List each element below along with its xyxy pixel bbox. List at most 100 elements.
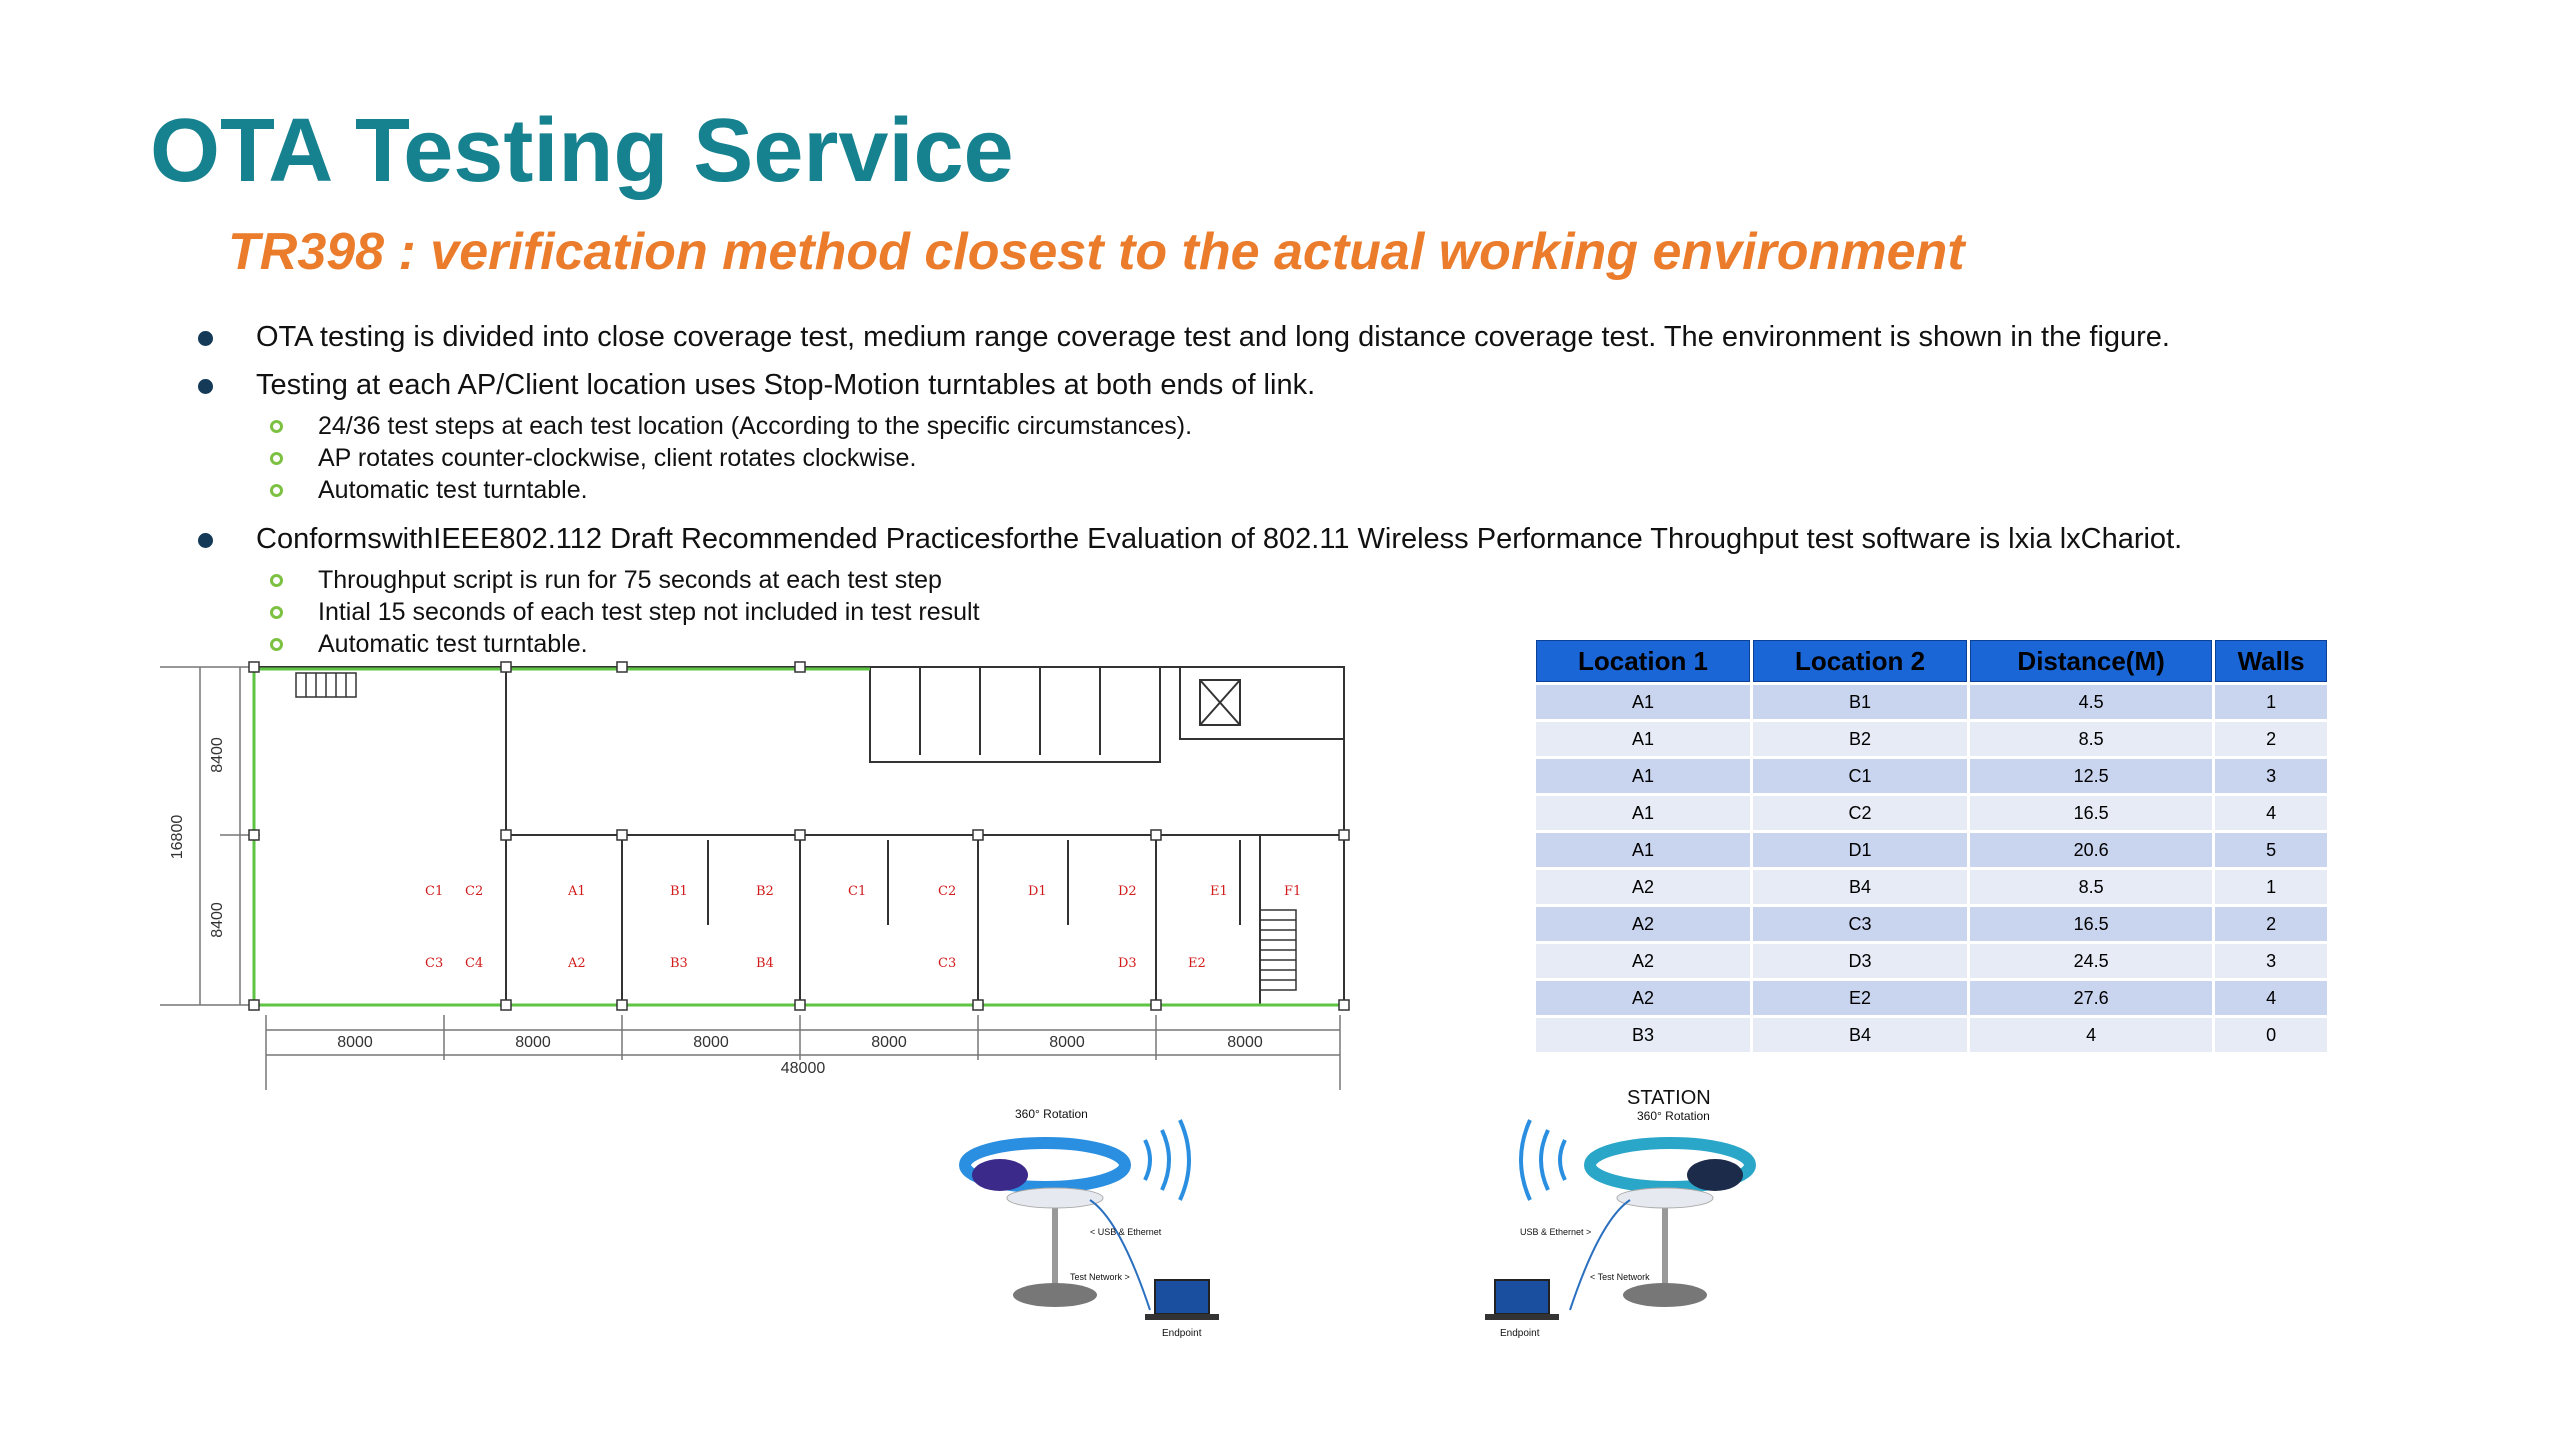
table-cell: 20.6: [1970, 833, 2213, 867]
dimension-label: 8000: [337, 1034, 373, 1051]
table-cell: A1: [1536, 759, 1751, 793]
column-header: Location 1: [1536, 640, 1751, 682]
ring-bullet-icon: [270, 606, 283, 619]
connection-label: < Test Network: [1590, 1272, 1650, 1282]
table-cell: C2: [1753, 796, 1968, 830]
table-cell: 1: [2215, 685, 2327, 719]
test-point-label: D2: [1118, 884, 1137, 899]
test-point-label: C3: [425, 956, 443, 971]
dimension-label: 8000: [515, 1034, 551, 1051]
dimension-label: 8000: [871, 1034, 907, 1051]
bullet-text: Testing at each AP/Client location uses …: [256, 369, 1316, 401]
rotation-label: 360° Rotation: [1015, 1107, 1088, 1121]
table-cell: 27.6: [1970, 981, 2213, 1015]
table-cell: 16.5: [1970, 796, 2213, 830]
test-point-label: F1: [1284, 884, 1301, 899]
station-title: STATION: [1627, 1087, 1711, 1109]
test-point-label: B3: [670, 956, 688, 971]
floor-plan-diagram: C1 C2 A1 B1 B2 C1 C2 D1 D2 E1 F1 C3 C4 A…: [160, 661, 1350, 1090]
table-cell: 4: [1970, 1018, 2213, 1052]
table-cell: 2: [2215, 907, 2327, 941]
test-point-label: B1: [670, 884, 688, 899]
test-point-label: C1: [848, 884, 866, 899]
table-cell: A1: [1536, 685, 1751, 719]
dimension-label: 8400: [209, 737, 226, 773]
table-cell: A1: [1536, 796, 1751, 830]
test-point-label: B2: [756, 884, 774, 899]
test-point-label: C4: [465, 956, 483, 971]
location-table: Location 1 Location 2 Distance(M) Walls …: [1533, 637, 2330, 1055]
ring-bullet-icon: [270, 452, 283, 465]
connection-label: Test Network >: [1070, 1272, 1130, 1282]
table-cell: A2: [1536, 907, 1751, 941]
test-point-label: C3: [938, 956, 956, 971]
laptop-icon: [1494, 1279, 1550, 1315]
laptop-icon: [1154, 1279, 1210, 1315]
table-cell: A1: [1536, 722, 1751, 756]
sub-bullet-item: Intial 15 seconds of each test step not …: [190, 596, 2490, 628]
test-point-label: E1: [1210, 884, 1228, 899]
test-point-label: D1: [1028, 884, 1047, 899]
endpoint-label: Endpoint: [1500, 1328, 1540, 1339]
station-setup: STATION 360° Rotation USB & Ethernet > <…: [1485, 1087, 1756, 1339]
dimension-label: 8000: [1227, 1034, 1263, 1051]
column-header: Walls: [2215, 640, 2327, 682]
sub-bullet-item: Automatic test turntable.: [190, 628, 2490, 660]
endpoint-label: Endpoint: [1162, 1328, 1202, 1339]
test-point-label: C2: [938, 884, 956, 899]
table-cell: A1: [1536, 833, 1751, 867]
turntable-ring-icon: [1584, 1137, 1756, 1193]
bullet-text: OTA testing is divided into close covera…: [256, 321, 2170, 353]
table-cell: 1: [2215, 870, 2327, 904]
bullet-dot-icon: [198, 533, 213, 548]
bullet-item: ConformswithIEEE802.112 Draft Recommende…: [190, 520, 2490, 558]
table-cell: A2: [1536, 981, 1751, 1015]
table-cell: C1: [1753, 759, 1968, 793]
table-cell: 5: [2215, 833, 2327, 867]
table-cell: B3: [1536, 1018, 1751, 1052]
ring-bullet-icon: [270, 638, 283, 651]
table-cell: 12.5: [1970, 759, 2213, 793]
rotation-label: 360° Rotation: [1637, 1109, 1710, 1123]
test-point-label: A1: [567, 884, 586, 899]
sub-bullet-group: Throughput script is run for 75 seconds …: [190, 564, 2490, 660]
table-cell: 4: [2215, 796, 2327, 830]
table-cell: 4.5: [1970, 685, 2213, 719]
bullet-dot-icon: [198, 331, 213, 346]
test-point-label: D3: [1118, 956, 1137, 971]
table-cell: 4: [2215, 981, 2327, 1015]
table-cell: C3: [1753, 907, 1968, 941]
table-cell: 3: [2215, 944, 2327, 978]
total-width-label: 48000: [781, 1060, 826, 1077]
dimension-label: 8400: [209, 902, 226, 938]
sub-bullet-group: 24/36 test steps at each test location (…: [190, 410, 2490, 506]
bullet-text: ConformswithIEEE802.112 Draft Recommende…: [256, 523, 2183, 555]
dimension-label: 8000: [1049, 1034, 1085, 1051]
turntable-setup-diagram: 360° Rotation < USB & Ethernet Test Netw…: [959, 1087, 1756, 1339]
table-cell: B4: [1753, 1018, 1968, 1052]
table-cell: B1: [1753, 685, 1968, 719]
table-cell: 24.5: [1970, 944, 2213, 978]
connection-label: < USB & Ethernet: [1090, 1227, 1162, 1237]
bullet-item: Testing at each AP/Client location uses …: [190, 366, 2490, 404]
bullet-item: OTA testing is divided into close covera…: [190, 318, 2490, 356]
table-cell: 3: [2215, 759, 2327, 793]
table-cell: 0: [2215, 1018, 2327, 1052]
ring-bullet-icon: [270, 420, 283, 433]
connection-label: USB & Ethernet >: [1520, 1227, 1591, 1237]
bullet-dot-icon: [198, 379, 213, 394]
bullet-list: OTA testing is divided into close covera…: [190, 318, 2490, 674]
test-point-label: C2: [465, 884, 483, 899]
test-point-label: E2: [1188, 956, 1206, 971]
table-cell: 2: [2215, 722, 2327, 756]
table-cell: 16.5: [1970, 907, 2213, 941]
